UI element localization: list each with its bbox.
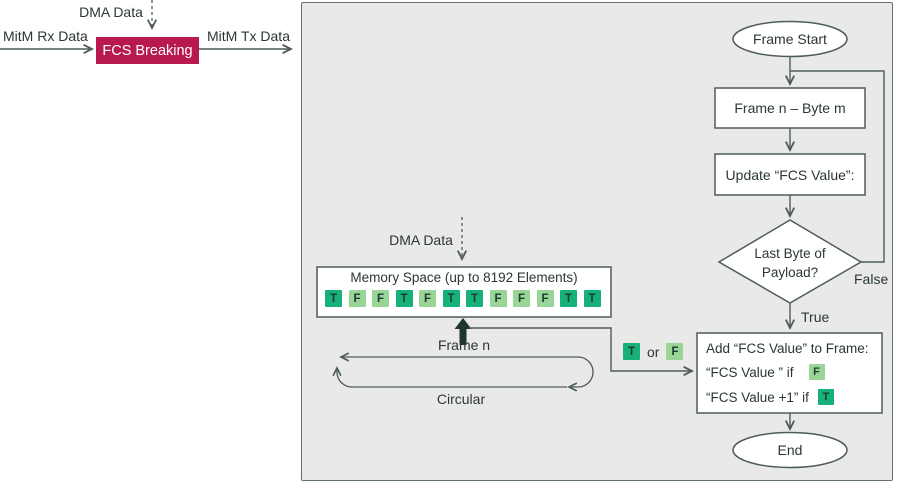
step1-label: Frame n – Byte m	[734, 100, 846, 116]
memory-cell: F	[348, 290, 366, 307]
step2-label: Update “FCS Value”:	[725, 167, 855, 183]
add-box-line3: “FCS Value +1” if T	[706, 389, 834, 405]
t-chip: T	[623, 343, 640, 360]
fcs-breaking-box: FCS Breaking	[96, 37, 199, 64]
frame-start-label: Frame Start	[753, 31, 827, 47]
end-label: End	[777, 442, 803, 458]
add-line3-text: “FCS Value +1” if	[706, 389, 809, 405]
memory-cell: F	[372, 290, 389, 307]
memory-cell: T	[466, 290, 483, 307]
f-chip-small: F	[808, 364, 825, 380]
add-box-line2: “FCS Value ” if F	[706, 364, 825, 380]
memory-cell: F	[536, 290, 554, 307]
memory-space-title: Memory Space (up to 8192 Elements)	[350, 270, 578, 285]
decision-label: Last Byte of Payload?	[754, 244, 825, 282]
add-box-line1: Add “FCS Value” to Frame:	[706, 341, 869, 356]
decision-line2: Payload?	[761, 265, 819, 280]
mitm-rx-label: MitM Rx Data	[3, 28, 88, 44]
fcs-breaking-label: FCS Breaking	[102, 42, 193, 59]
circular-label: Circular	[436, 391, 486, 407]
decision-line1: Last Byte of	[754, 246, 826, 261]
dma-data-label-memory: DMA Data	[389, 232, 453, 248]
dma-data-label-top: DMA Data	[79, 4, 143, 20]
true-label: True	[801, 309, 830, 325]
memory-cell: T	[583, 290, 601, 307]
t-or-f-selector: T or F	[623, 343, 684, 360]
memory-cell: F	[513, 290, 530, 307]
t-chip-small: T	[817, 389, 834, 405]
or-label: or	[647, 343, 660, 360]
frame-n-label: Frame n	[437, 337, 491, 353]
memory-cell: F	[419, 290, 436, 307]
f-chip: F	[666, 343, 684, 360]
memory-cell: T	[325, 290, 342, 307]
memory-cell: T	[560, 290, 577, 307]
memory-cell: F	[489, 290, 507, 307]
memory-cells-row: T F F T F T T F F F T T	[325, 290, 601, 307]
mitm-tx-label: MitM Tx Data	[207, 28, 290, 44]
memory-cell: T	[395, 290, 413, 307]
add-line2-text: “FCS Value ” if	[706, 364, 794, 380]
memory-cell: T	[442, 290, 460, 307]
false-label: False	[854, 271, 889, 287]
